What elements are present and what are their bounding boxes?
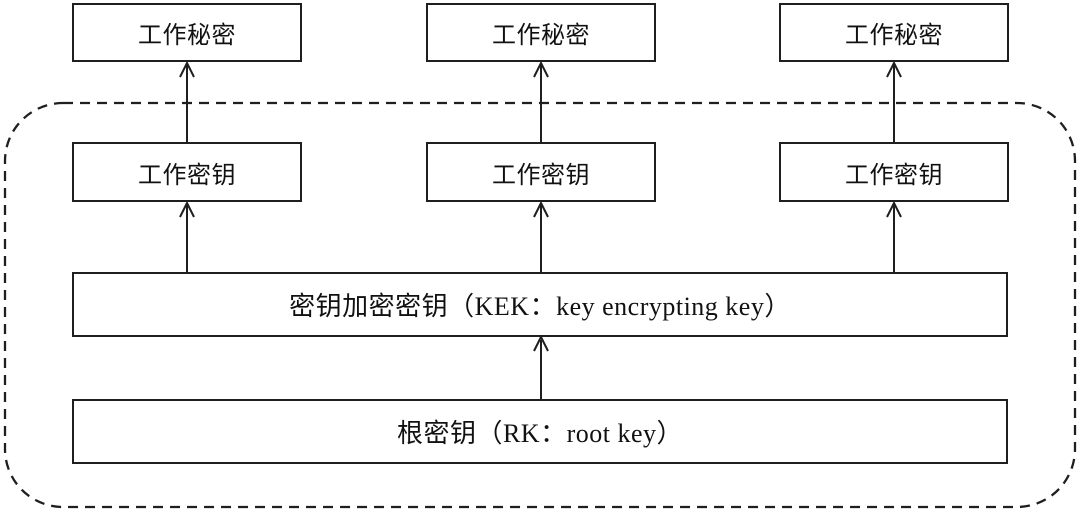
arrow-kek-to-work-key-3 [886, 200, 902, 272]
work-secret-label-2: 工作秘密 [492, 23, 590, 49]
work-secret-label-1: 工作秘密 [138, 23, 236, 49]
arrow-kek-to-work-key-2 [533, 200, 549, 272]
work-key-label-2: 工作密钥 [492, 162, 590, 189]
work-key-label-1: 工作密钥 [138, 162, 236, 189]
root-key-box: 根密钥（RK：root key） [72, 399, 1008, 464]
arrow-work-key-1-to-work-secret-1 [179, 60, 195, 142]
arrow-work-key-3-to-work-secret-3 [886, 60, 902, 142]
work-secret-box-1: 工作秘密 [72, 3, 302, 62]
work-secret-box-3: 工作秘密 [779, 3, 1009, 62]
kek-box: 密钥加密密钥（KEK：key encrypting key） [72, 272, 1008, 337]
work-key-label-3: 工作密钥 [845, 162, 943, 189]
arrow-kek-to-work-key-1 [179, 200, 195, 272]
work-secret-box-2: 工作秘密 [426, 3, 656, 62]
root-key-label: 根密钥（RK：root key） [396, 419, 684, 448]
work-key-box-2: 工作密钥 [426, 142, 656, 202]
work-secret-label-3: 工作秘密 [845, 23, 943, 49]
arrow-work-key-2-to-work-secret-2 [533, 60, 549, 142]
arrow-root-key-to-kek [533, 334, 549, 399]
work-key-box-1: 工作密钥 [72, 142, 302, 202]
kek-label: 密钥加密密钥（KEK：key encrypting key） [289, 292, 791, 321]
work-key-box-3: 工作密钥 [779, 142, 1009, 202]
